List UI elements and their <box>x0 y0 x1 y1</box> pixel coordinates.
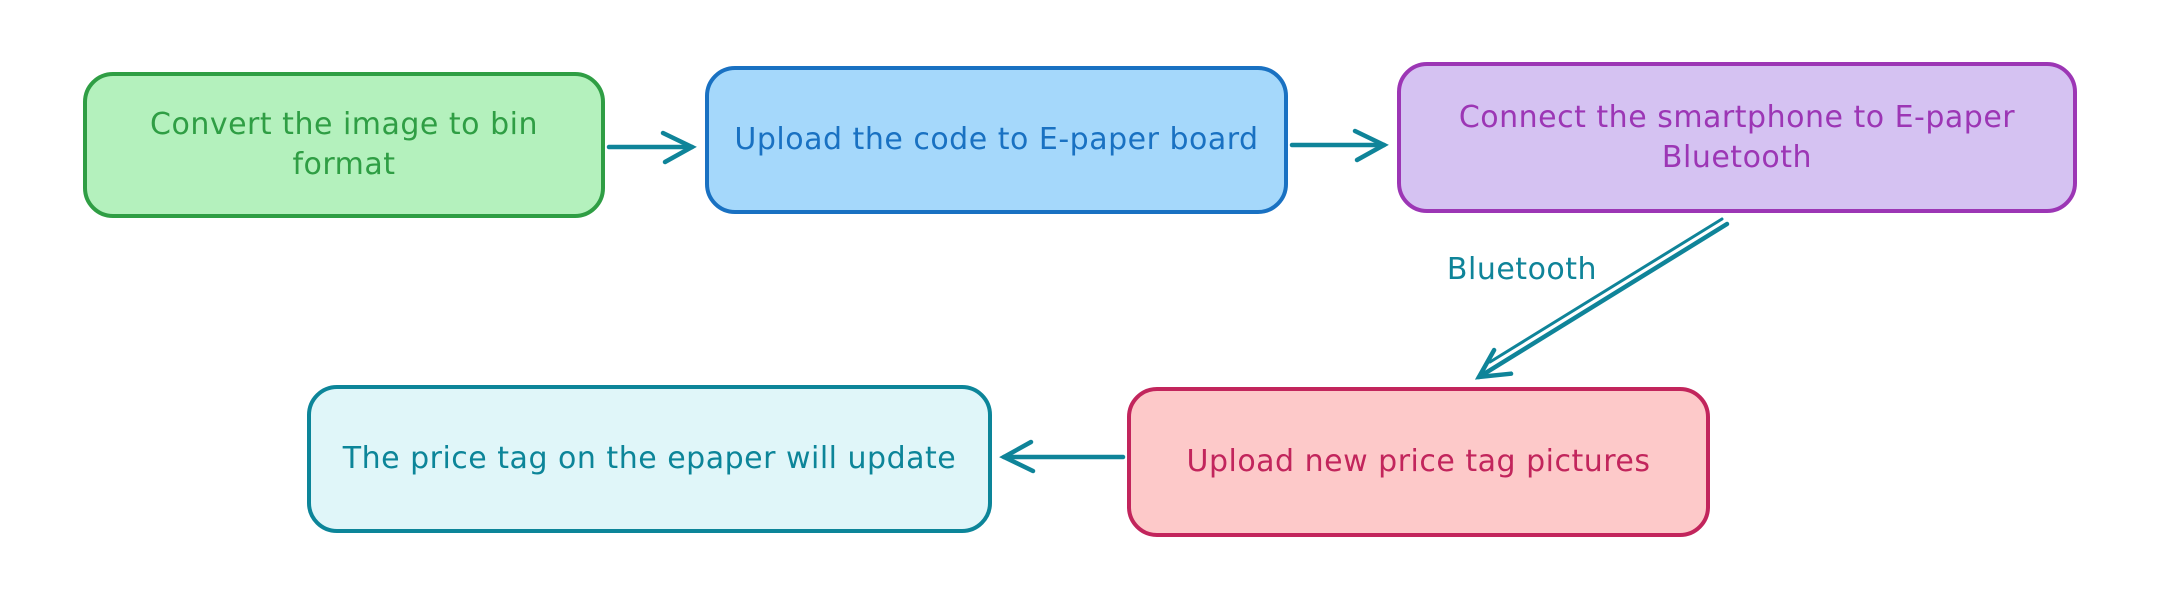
node-upload-pictures[interactable]: Upload new price tag pictures <box>1127 387 1710 537</box>
arrow-bluetooth-diagonal[interactable] <box>1474 221 1730 380</box>
node-price-update-label: The price tag on the epaper will update <box>342 441 957 476</box>
edge-label-bluetooth[interactable]: Bluetooth <box>1446 252 1598 287</box>
node-upload-code-label: Upload the code to E-paper board <box>734 122 1259 157</box>
node-price-update[interactable]: The price tag on the epaper will update <box>307 385 992 533</box>
arrow-bluetooth-diagonal-overdraw <box>1488 217 1724 364</box>
node-upload-code[interactable]: Upload the code to E-paper board <box>705 66 1288 214</box>
node-convert-image-label: Convert the image to bin format <box>150 107 538 182</box>
node-convert-image[interactable]: Convert the image to bin format <box>83 72 605 218</box>
node-connect-bluetooth[interactable]: Connect the smartphone to E-paper Blueto… <box>1397 62 2077 213</box>
node-upload-pictures-label: Upload new price tag pictures <box>1186 444 1651 479</box>
node-connect-bluetooth-label: Connect the smartphone to E-paper Blueto… <box>1458 99 2016 175</box>
